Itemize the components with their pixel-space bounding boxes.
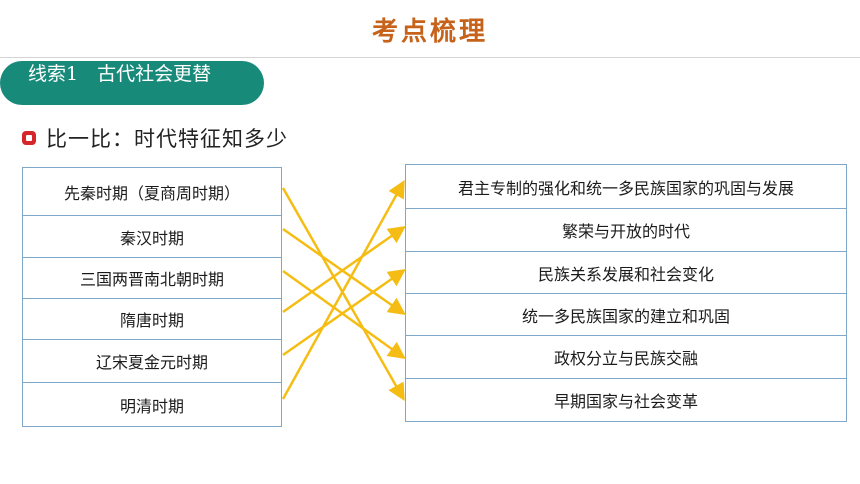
title-divider — [0, 57, 860, 58]
feature-item: 统一多民族国家的建立和巩固 — [406, 294, 846, 336]
match-arrow — [282, 227, 406, 316]
topic-pill-label: 线索1 古代社会更替 — [28, 63, 212, 85]
period-item: 隋唐时期 — [23, 299, 281, 340]
feature-item: 政权分立与民族交融 — [406, 336, 846, 379]
period-item: 辽宋夏金元时期 — [23, 340, 281, 383]
feature-item: 君主专制的强化和统一多民族国家的巩固与发展 — [406, 165, 846, 209]
period-item: 三国两晋南北朝时期 — [23, 258, 281, 299]
match-arrow — [282, 269, 406, 360]
match-arrow — [282, 268, 406, 357]
bullet-square-icon — [22, 131, 36, 145]
subheading: 比一比：时代特征知多少 — [22, 123, 288, 153]
period-item: 秦汉时期 — [23, 216, 281, 258]
feature-item: 繁荣与开放的时代 — [406, 209, 846, 252]
topic-pill: 线索1 古代社会更替 — [0, 61, 264, 105]
period-item: 先秦时期（夏商周时期） — [23, 168, 281, 216]
period-item: 明清时期 — [119, 396, 184, 416]
page-title: 考点梳理 — [371, 17, 488, 47]
subheading-text: 比一比：时代特征知多少 — [46, 127, 288, 151]
feature-item: 民族关系发展和社会变化 — [406, 252, 846, 294]
feature-list: 君主专制的强化和统一多民族国家的巩固与发展 繁荣与开放的时代 民族关系发展和社会… — [405, 164, 847, 422]
match-arrow — [281, 187, 405, 402]
match-arrow — [282, 225, 406, 314]
match-arrow — [281, 179, 405, 400]
feature-item: 早期国家与社会变革 — [553, 392, 698, 411]
period-list: 先秦时期（夏商周时期） 秦汉时期 三国两晋南北朝时期 隋唐时期 辽宋夏金元时期 … — [22, 167, 282, 427]
